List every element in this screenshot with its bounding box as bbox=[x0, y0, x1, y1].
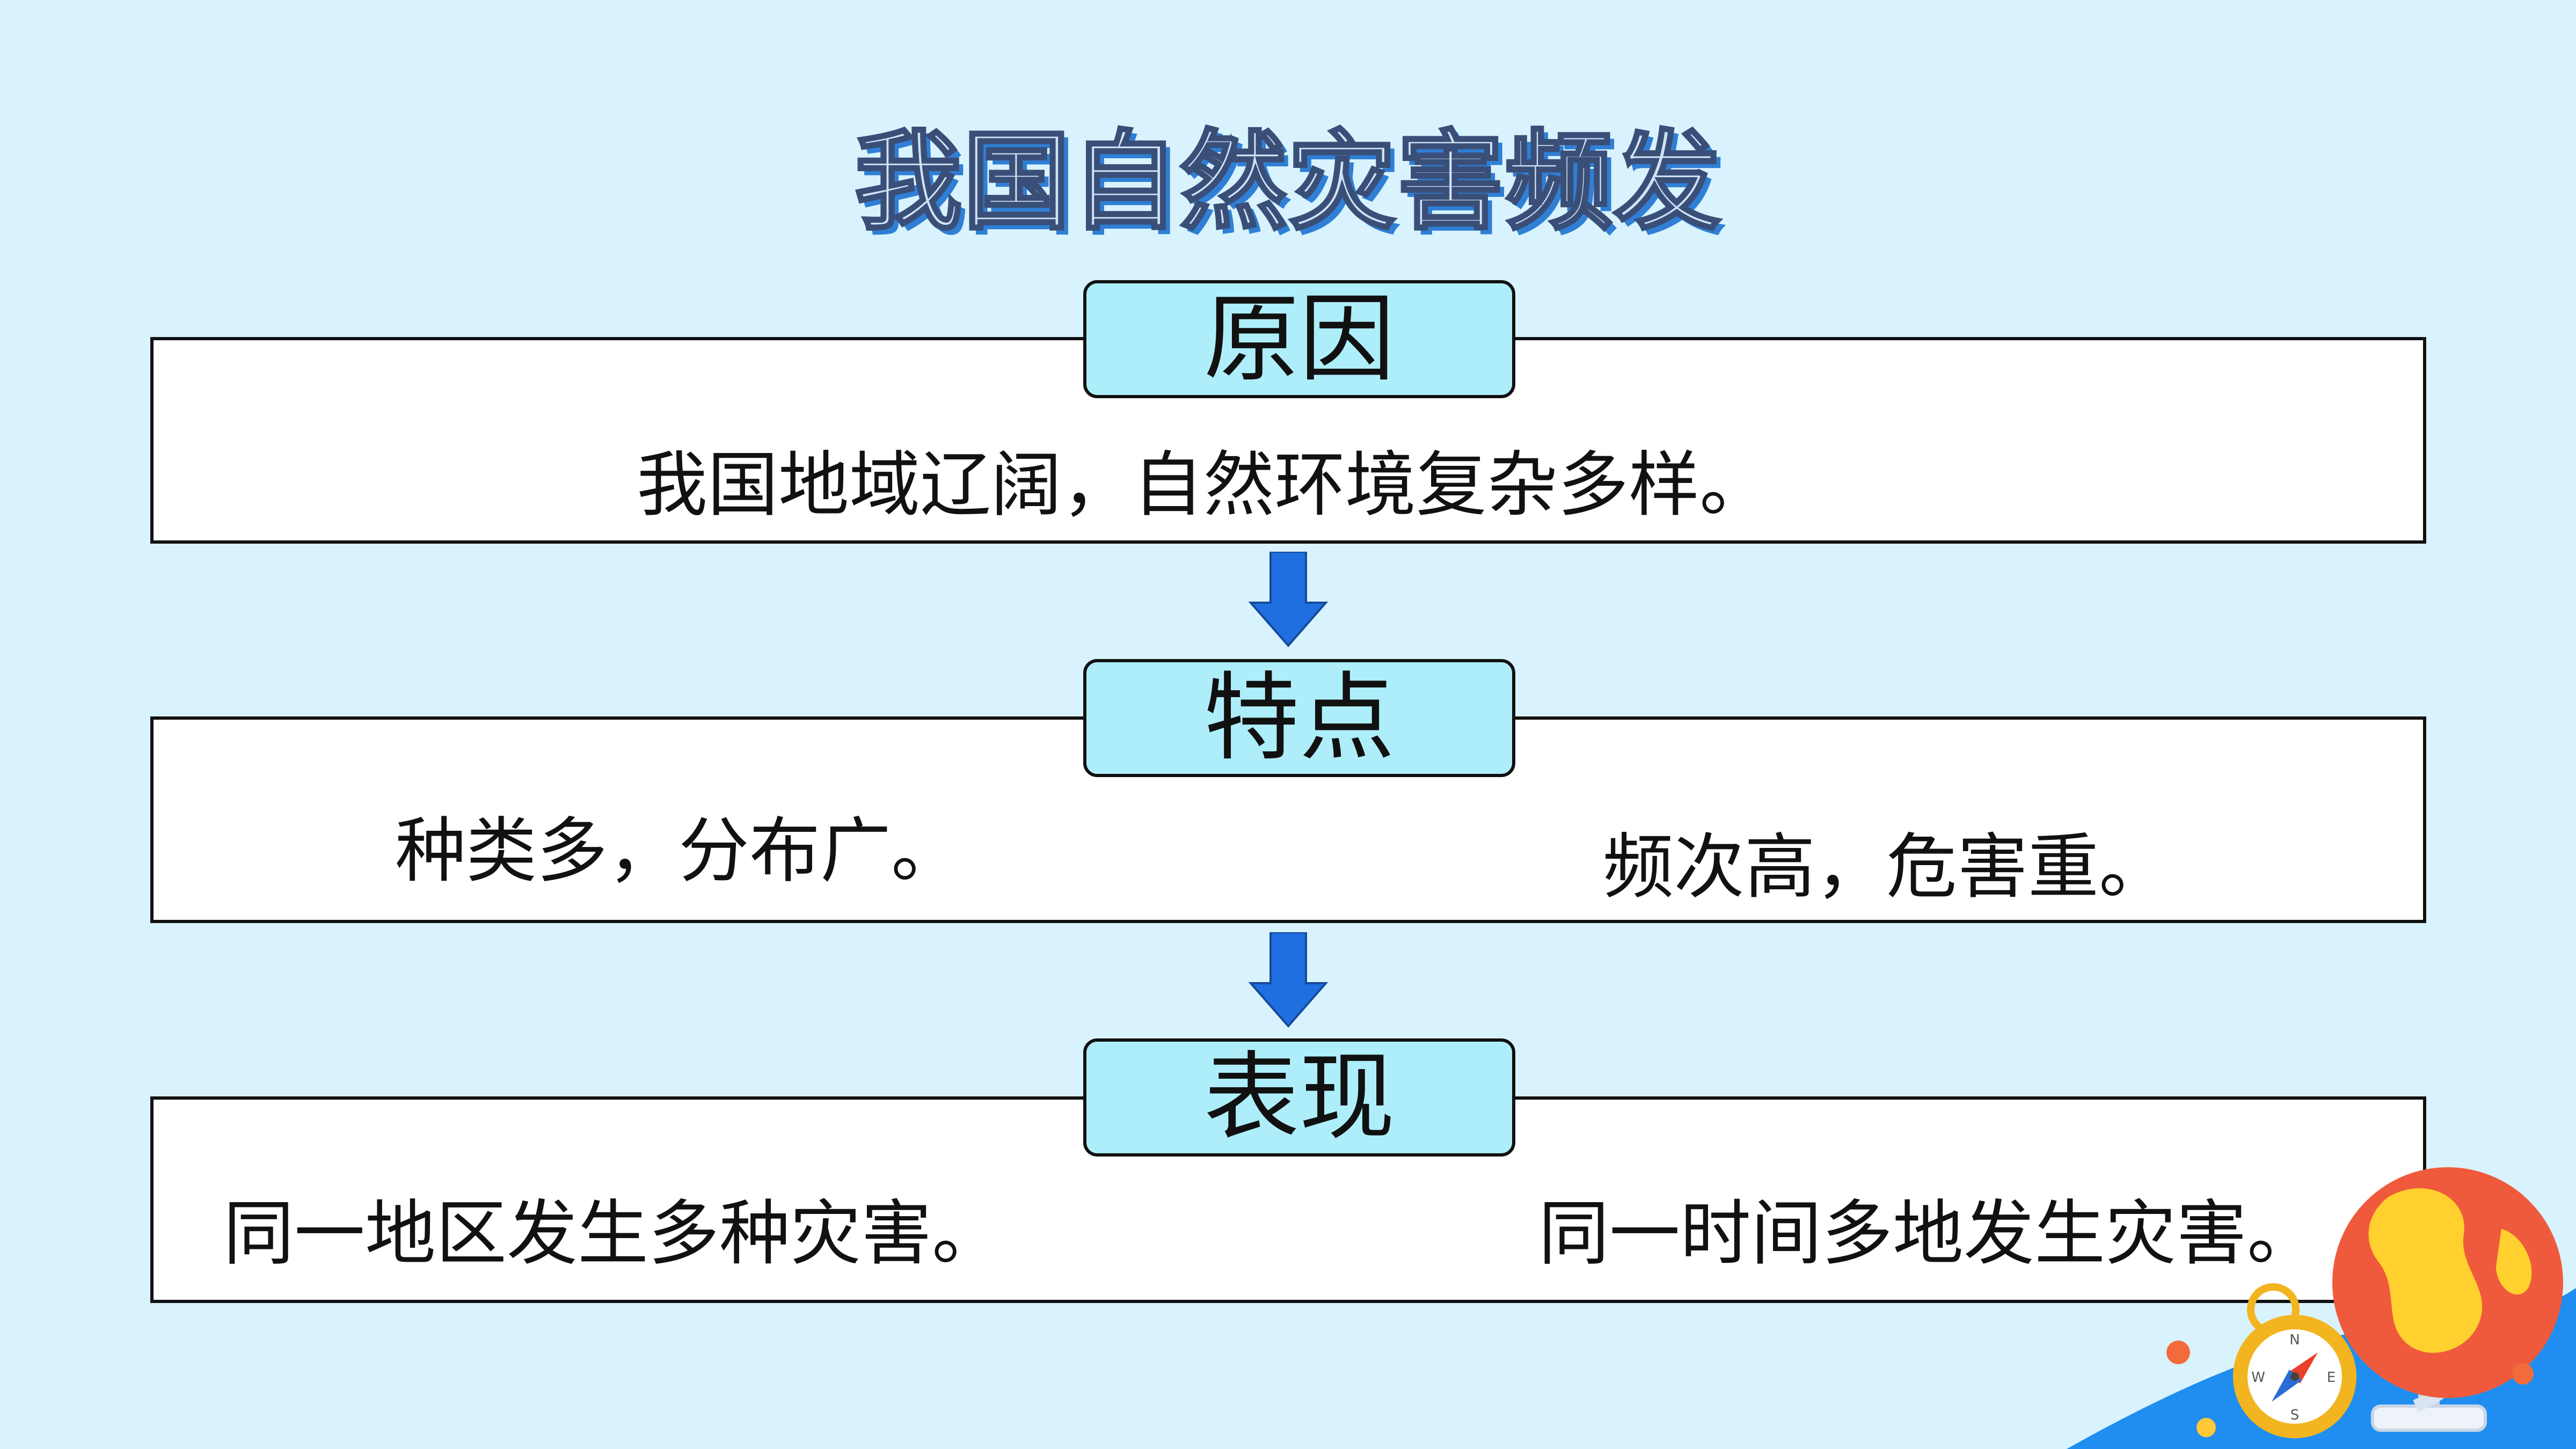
manifestation-text-left: 同一地区发生多种灾害。 bbox=[223, 1192, 1003, 1275]
reason-text: 我国地域辽阔，自然环境复杂多样。 bbox=[637, 444, 1770, 526]
bubble-yellow bbox=[2196, 1418, 2216, 1437]
page-title: 我国自然灾害频发 bbox=[853, 119, 1722, 246]
globe-stand bbox=[2418, 1352, 2440, 1417]
wave-shape bbox=[2067, 1288, 2576, 1449]
manifestation-tag: 表现 bbox=[1083, 1038, 1515, 1157]
compass-icon bbox=[2233, 1315, 2356, 1438]
compass-south: S bbox=[2290, 1407, 2300, 1423]
down-arrow-icon bbox=[1248, 932, 1329, 1028]
compass-east: E bbox=[2327, 1370, 2336, 1386]
manifestation-text-right: 同一时间多地发生灾害。 bbox=[1538, 1192, 2318, 1275]
compass-north: N bbox=[2289, 1332, 2300, 1348]
globe-land-small bbox=[2496, 1229, 2532, 1295]
globe-base bbox=[2371, 1404, 2487, 1432]
bubble-pink bbox=[2512, 1363, 2534, 1385]
compass-needle-red bbox=[2288, 1352, 2318, 1384]
feature-text-right: 频次高，危害重。 bbox=[1603, 826, 2170, 909]
reason-tag: 原因 bbox=[1083, 280, 1515, 398]
feature-text-left: 种类多，分布广。 bbox=[395, 810, 962, 892]
down-arrow-icon bbox=[1248, 552, 1329, 648]
compass-needle-blue bbox=[2272, 1370, 2302, 1402]
bubble-orange bbox=[2166, 1341, 2190, 1364]
compass-face bbox=[2247, 1329, 2342, 1424]
compass-west: W bbox=[2251, 1370, 2265, 1386]
globe-arc bbox=[2413, 1176, 2509, 1413]
feature-tag: 特点 bbox=[1083, 659, 1515, 777]
